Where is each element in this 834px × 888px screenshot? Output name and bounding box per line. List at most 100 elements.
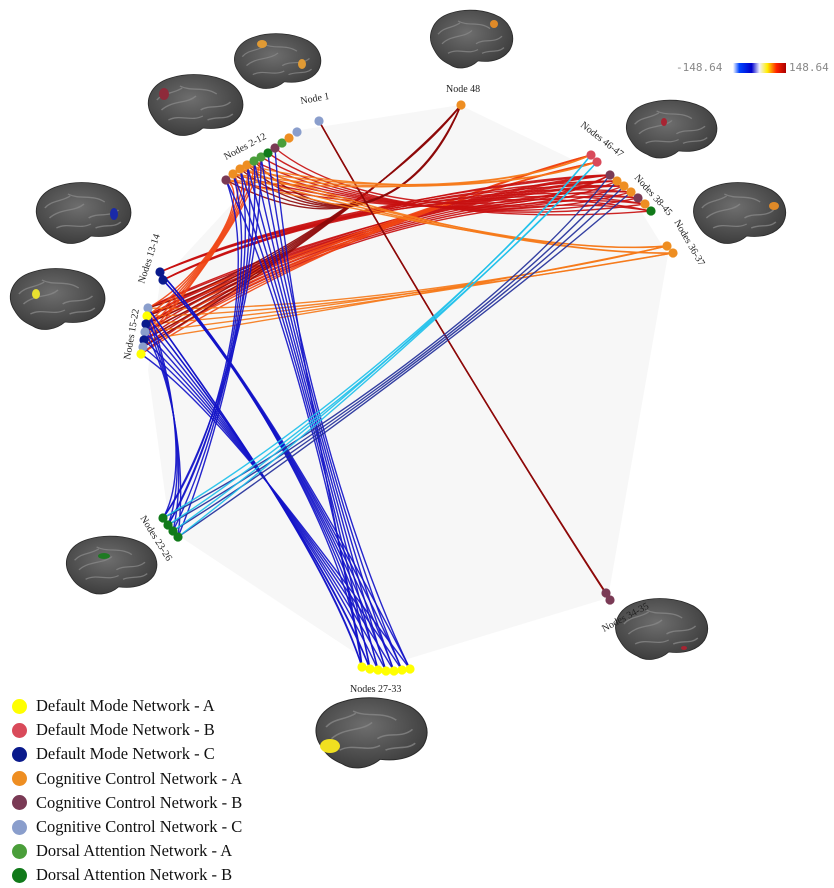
brain-image-nodes-15-22 — [9, 267, 106, 331]
node-dot-nodes-2-12 — [270, 143, 280, 153]
connection-strand — [167, 156, 262, 526]
connection-strand — [177, 161, 598, 538]
label-nodes-13-14: Nodes 13-14 — [136, 233, 162, 285]
label-node-1: Node 1 — [300, 91, 331, 107]
node-dot-nodes-13-14 — [158, 275, 168, 285]
brain-image-nodes-1-top — [233, 32, 322, 90]
node-groups — [136, 100, 678, 676]
node-dot-nodes-15-22 — [139, 335, 149, 345]
brain-image-node-48 — [429, 9, 514, 69]
node-dot-nodes-2-12 — [292, 127, 302, 137]
node-dot-nodes-2-12 — [221, 175, 231, 185]
legend-label: Default Mode Network - B — [36, 720, 215, 740]
connection-strand — [246, 161, 598, 186]
connection-strand — [162, 279, 403, 671]
connection-strand — [147, 174, 611, 309]
connection-strand — [159, 271, 411, 670]
legend-label: Dorsal Attention Network - B — [36, 865, 233, 885]
brain-image-nodes-34-35 — [614, 597, 709, 661]
node-dot-nodes-27-33 — [373, 665, 383, 675]
node-dot-nodes-2-12 — [228, 169, 238, 179]
brain-activation — [298, 59, 306, 69]
node-dot-nodes-2-12 — [256, 152, 266, 162]
brain-images — [9, 9, 787, 769]
label-node-48: Node 48 — [446, 84, 480, 95]
legend-item-dan-b: Dorsal Attention Network - B — [12, 863, 242, 887]
node-dot-nodes-2-12 — [277, 138, 287, 148]
connection-strand — [162, 160, 256, 519]
node-dot-nodes-46-47 — [586, 150, 596, 160]
legend-swatch — [12, 819, 27, 835]
legend-swatch — [12, 771, 27, 787]
node-dot-node-48 — [456, 100, 466, 110]
node-dot-nodes-36-37 — [662, 241, 672, 251]
legend-item-dan-a: Dorsal Attention Network - A — [12, 839, 242, 863]
legend-label: Default Mode Network - C — [36, 744, 215, 764]
colorbar-gradient — [733, 63, 786, 73]
brain-activation — [661, 118, 667, 126]
node-dot-nodes-2-12 — [235, 164, 245, 174]
node-dot-nodes-38-45 — [646, 206, 656, 216]
node-dot-nodes-38-45 — [640, 199, 650, 209]
label-nodes-27-33: Nodes 27-33 — [350, 684, 401, 695]
legend: Default Mode Network - A Default Mode Ne… — [12, 694, 242, 888]
connection-strand — [146, 315, 371, 670]
node-dot-nodes-27-33 — [381, 666, 391, 676]
connection-strand — [147, 179, 235, 309]
connection-strand — [167, 180, 618, 526]
node-dot-nodes-15-22 — [138, 342, 148, 352]
colorbar-max-label: 148.64 — [789, 61, 829, 74]
node-dot-nodes-38-45 — [605, 170, 615, 180]
connection-strand — [239, 168, 379, 671]
connection-strand — [142, 104, 462, 348]
legend-swatch — [12, 722, 27, 738]
node-dot-nodes-2-12 — [249, 156, 259, 166]
legend-label: Dorsal Attention Network - A — [36, 841, 233, 861]
node-dot-nodes-23-26 — [173, 532, 183, 542]
brain-image-nodes-36-37 — [692, 181, 787, 245]
connection-strand — [162, 174, 611, 519]
legend-label: Default Mode Network - A — [36, 696, 215, 716]
connection-strand — [144, 164, 249, 333]
brain-activation — [769, 202, 779, 210]
brain-image-nodes-23-26 — [65, 535, 158, 595]
node-dot-nodes-38-45 — [619, 181, 629, 191]
connection-strand — [274, 147, 611, 205]
brain-image-nodes-27-33 — [315, 696, 428, 769]
legend-item-ccn-b: Cognitive Control Network - B — [12, 791, 242, 815]
legend-swatch — [12, 698, 27, 714]
legend-label: Cognitive Control Network - C — [36, 817, 243, 837]
legend-item-ccn-a: Cognitive Control Network - A — [12, 767, 242, 791]
brain-activation — [257, 40, 267, 48]
connection-strand — [143, 245, 668, 341]
connection-strand — [253, 160, 395, 672]
node-dot-nodes-15-22 — [136, 349, 146, 359]
connection-strand — [274, 147, 363, 668]
connection-strand — [267, 152, 411, 670]
legend-item-dmn-a: Default Mode Network - A — [12, 694, 242, 718]
node-dot-nodes-15-22 — [140, 327, 150, 337]
node-dot-nodes-46-47 — [592, 157, 602, 167]
node-dot-nodes-27-33 — [405, 664, 415, 674]
connection-strand — [260, 156, 403, 671]
legend-item-ccn-c: Cognitive Control Network - C — [12, 815, 242, 839]
brain-activation — [98, 553, 110, 559]
node-dot-nodes-34-35 — [601, 588, 611, 598]
node-dot-node-1 — [314, 116, 324, 126]
label-nodes-46-47: Nodes 46-47 — [578, 120, 625, 160]
legend-swatch — [12, 795, 27, 811]
legend-swatch — [12, 843, 27, 859]
connection-strand — [162, 174, 611, 281]
brain-activation — [32, 289, 40, 299]
node-dot-nodes-13-14 — [155, 267, 165, 277]
brain-activation — [159, 88, 169, 100]
node-dot-nodes-36-37 — [668, 248, 678, 258]
brain-activation — [490, 20, 498, 28]
connection-strand — [144, 331, 182, 538]
connection-strand — [140, 154, 592, 355]
legend-swatch — [12, 746, 27, 762]
colorbar: -148.64 148.64 — [676, 61, 829, 74]
connection-strand — [246, 164, 387, 672]
node-dot-nodes-38-45 — [633, 193, 643, 203]
node-dot-nodes-38-45 — [626, 187, 636, 197]
